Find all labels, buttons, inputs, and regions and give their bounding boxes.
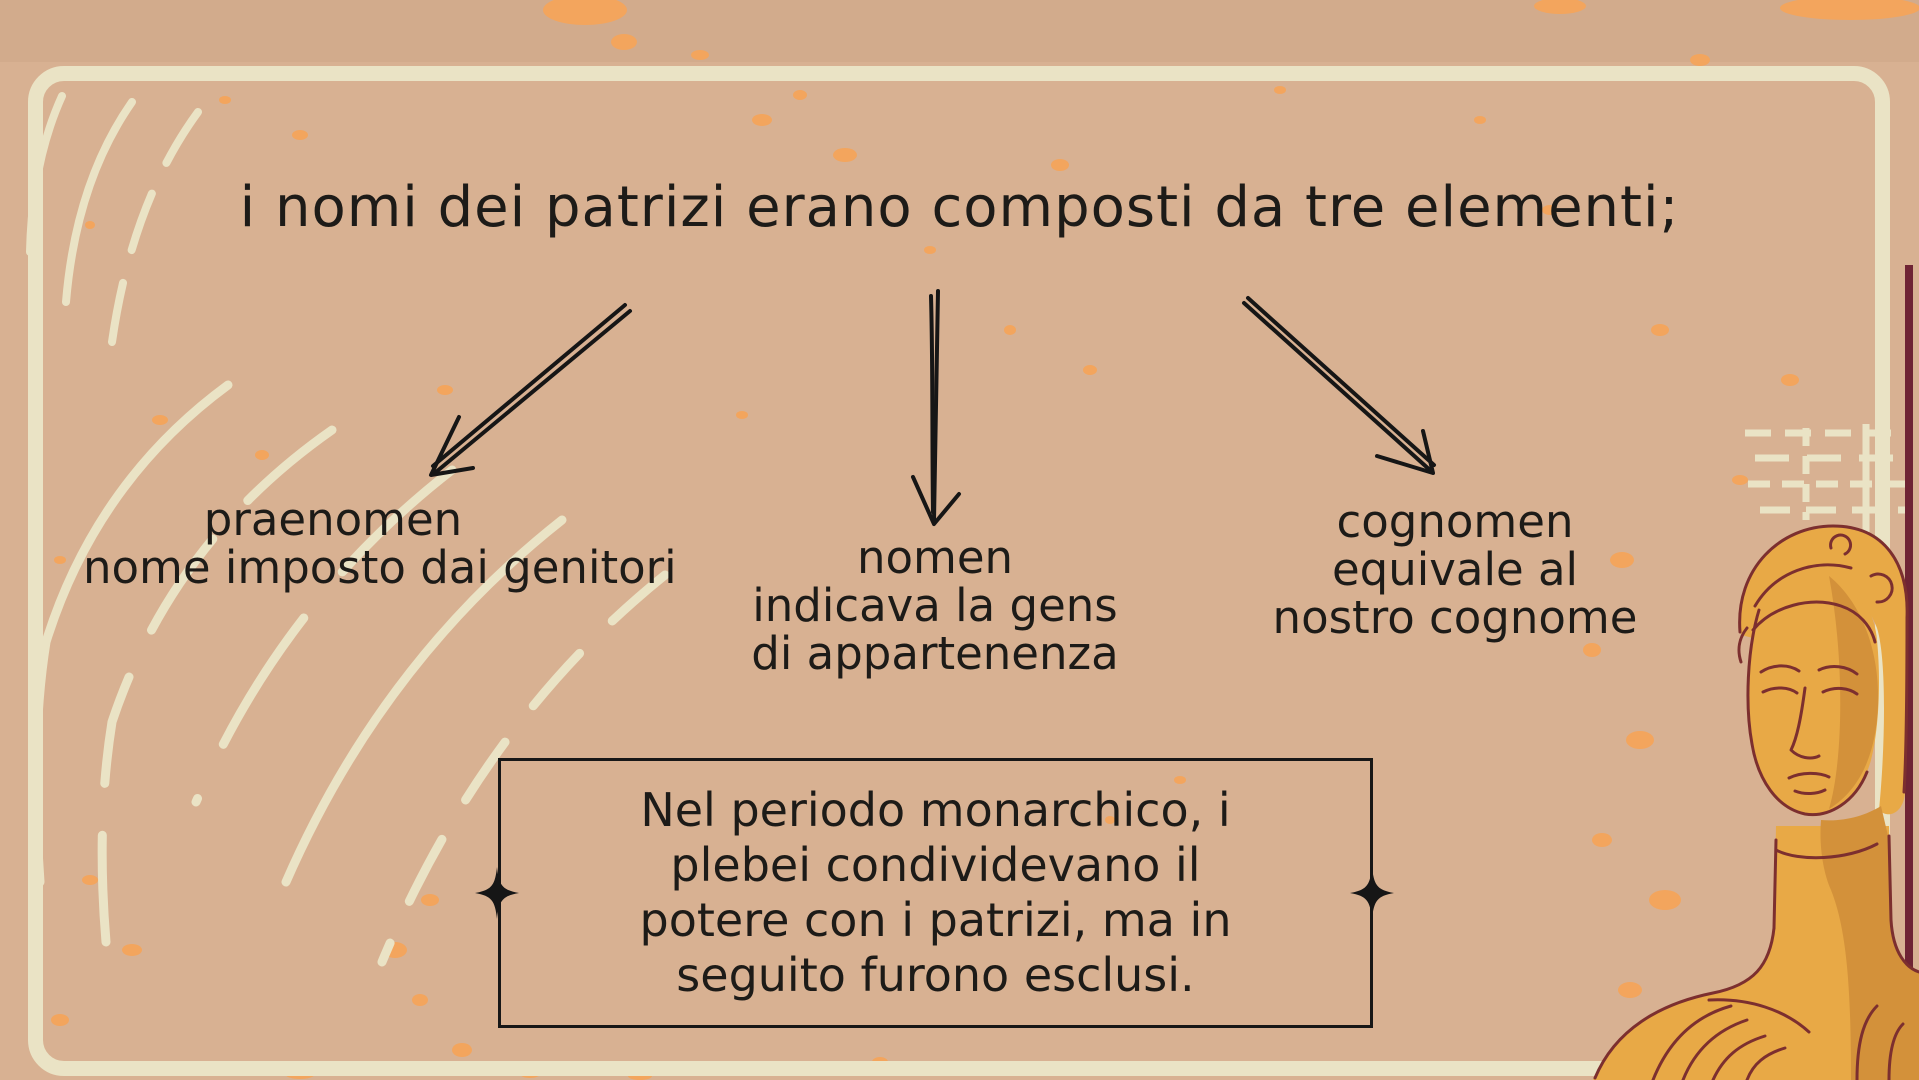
- branch-term: praenomen: [203, 493, 463, 546]
- sparkle-icon: [1350, 867, 1394, 919]
- note-line: seguito furono esclusi.: [676, 948, 1195, 1002]
- branch-praenomen: praenomen nome imposto dai genitori: [83, 493, 677, 594]
- branch-definition: nome imposto dai genitori: [83, 541, 677, 594]
- branch-cognomen: cognomen equivale al nostro cognome: [1205, 498, 1705, 642]
- top-shade: [0, 0, 1919, 62]
- arrow-down-left-icon: [429, 303, 632, 477]
- branch-definition: equivale al: [1331, 543, 1579, 596]
- branch-definition: di appartenenza: [751, 627, 1119, 680]
- branch-nomen: nomen indicava la gens di appartenenza: [685, 534, 1185, 678]
- note-box: Nel periodo monarchico, i plebei condivi…: [498, 758, 1373, 1028]
- statue-bust-illustration: [1593, 524, 1919, 1080]
- sparkle-icon: [475, 867, 519, 919]
- branch-definition: nostro cognome: [1272, 591, 1638, 644]
- page-title: i nomi dei patrizi erano composti da tre…: [239, 175, 1680, 240]
- branch-definition: indicava la gens: [752, 579, 1118, 632]
- arrow-down-icon: [911, 289, 961, 526]
- branch-term: cognomen: [1336, 495, 1574, 548]
- branch-term: nomen: [856, 531, 1014, 584]
- arrow-down-right-icon: [1242, 296, 1436, 475]
- note-line: potere con i patrizi, ma in: [639, 893, 1232, 947]
- note-line: Nel periodo monarchico, i: [640, 783, 1231, 837]
- note-line: plebei condividevano il: [670, 838, 1201, 892]
